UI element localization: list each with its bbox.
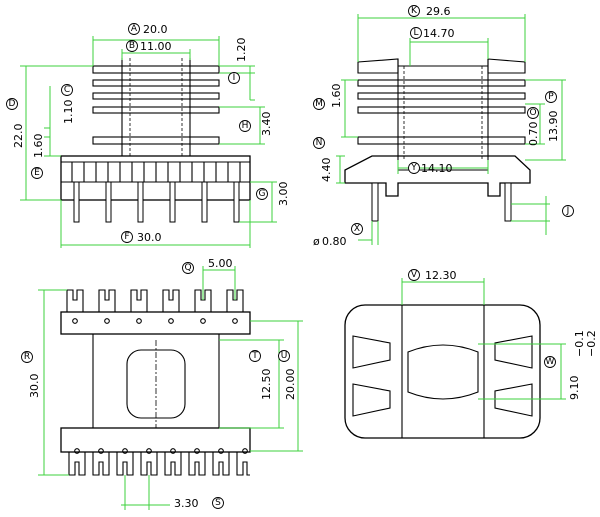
svg-text:O: O — [529, 108, 536, 118]
svg-text:F: F — [124, 232, 129, 242]
svg-text:−0.1: −0.1 — [573, 330, 586, 357]
svg-text:C: C — [64, 85, 70, 95]
dim-P: P 13.90 — [545, 91, 560, 143]
dim-E: E 1.60 — [31, 134, 45, 179]
svg-text:29.6: 29.6 — [426, 5, 451, 18]
base-slots — [71, 162, 241, 182]
svg-text:L: L — [413, 28, 418, 38]
dim-I: I 1.20 — [228, 38, 248, 84]
dim-Q: Q 5.00 — [182, 257, 233, 274]
dim-U: U 20.00 — [278, 350, 297, 401]
svg-text:14.10: 14.10 — [421, 162, 453, 175]
svg-text:13.90: 13.90 — [547, 111, 560, 143]
dim-T: T 12.50 — [249, 350, 273, 401]
dim-W: W 9.10 −0.1 −0.2 — [544, 330, 598, 401]
svg-text:B: B — [129, 41, 135, 51]
dim-B: B 11.00 — [126, 40, 172, 53]
svg-text:14.70: 14.70 — [423, 27, 455, 40]
svg-text:3.00: 3.00 — [277, 182, 290, 207]
svg-text:3.30: 3.30 — [174, 497, 199, 510]
dim-Y: Y 14.10 — [408, 162, 453, 175]
svg-text:5.00: 5.00 — [208, 257, 233, 270]
bottom-view: V 12.30 W 9.10 −0.1 −0.2 — [344, 269, 598, 439]
dim-O: O 0.70 — [527, 107, 540, 147]
svg-text:1.60: 1.60 — [32, 134, 45, 159]
dim-K: K 29.6 — [408, 5, 451, 18]
svg-text:1.10: 1.10 — [62, 100, 75, 125]
svg-text:N: N — [316, 138, 323, 148]
svg-text:3.40: 3.40 — [260, 112, 273, 137]
top-pin-comb — [66, 289, 244, 312]
dim-X: X ø 0.80 — [313, 223, 363, 248]
svg-text:4.40: 4.40 — [320, 158, 333, 183]
svg-text:D: D — [9, 99, 16, 109]
svg-text:R: R — [24, 352, 30, 362]
svg-text:S: S — [215, 498, 221, 508]
dim-F: F 30.0 — [121, 231, 162, 244]
pins-front — [73, 181, 240, 223]
svg-text:0.70: 0.70 — [527, 122, 540, 147]
dim-C: C 1.10 — [61, 84, 75, 125]
dim-G: G 3.00 — [256, 182, 290, 207]
dim-M: M 1.60 — [313, 84, 343, 110]
svg-text:U: U — [281, 351, 288, 361]
side-view: K 29.6 L 14.70 M 1.60 N 4.40 O 0.70 P 13… — [313, 5, 574, 248]
dim-V: V 12.30 — [408, 269, 457, 282]
svg-text:1.20: 1.20 — [235, 38, 248, 63]
svg-text:−0.2: −0.2 — [585, 330, 598, 357]
svg-text:9.10: 9.10 — [568, 376, 581, 401]
dim-S: 3.30 S — [174, 497, 224, 510]
svg-text:J: J — [566, 206, 570, 216]
dim-R: R 30.0 — [21, 351, 41, 399]
svg-text:20.0: 20.0 — [143, 23, 168, 36]
svg-text:11.00: 11.00 — [140, 40, 172, 53]
svg-text:M: M — [315, 99, 323, 109]
svg-text:ø: ø — [313, 235, 320, 248]
dim-N: N 4.40 — [313, 137, 333, 183]
svg-text:1.60: 1.60 — [330, 84, 343, 109]
dim-D: D 22.0 — [6, 98, 25, 149]
svg-text:30.0: 30.0 — [28, 374, 41, 399]
svg-text:12.50: 12.50 — [260, 369, 273, 401]
dim-H: H 3.40 — [239, 112, 273, 137]
svg-text:Q: Q — [184, 263, 191, 273]
svg-text:0.80: 0.80 — [322, 235, 347, 248]
svg-text:V: V — [411, 270, 418, 280]
svg-text:20.00: 20.00 — [284, 369, 297, 401]
svg-text:G: G — [259, 189, 266, 199]
svg-text:W: W — [546, 357, 555, 367]
svg-text:Y: Y — [410, 163, 417, 173]
svg-text:K: K — [411, 6, 418, 16]
svg-text:H: H — [242, 121, 249, 131]
svg-text:12.30: 12.30 — [425, 269, 457, 282]
svg-text:I: I — [233, 73, 236, 83]
front-view: A 20.0 B 11.00 C 1.10 D 22.0 E 1.60 F 30… — [6, 23, 290, 248]
svg-text:22.0: 22.0 — [12, 124, 25, 149]
bottom-pin-comb — [68, 452, 250, 476]
dim-A: A 20.0 — [128, 23, 168, 36]
dim-L: L 14.70 — [410, 27, 455, 40]
svg-text:T: T — [251, 351, 258, 361]
top-view: Q 5.00 R 30.0 T 12.50 U 20.00 3.30 S — [21, 257, 303, 510]
dim-J: J — [562, 205, 574, 217]
svg-text:E: E — [34, 168, 40, 178]
svg-text:P: P — [548, 92, 554, 102]
svg-text:A: A — [131, 24, 138, 34]
svg-text:30.0: 30.0 — [137, 231, 162, 244]
svg-text:X: X — [354, 224, 360, 234]
